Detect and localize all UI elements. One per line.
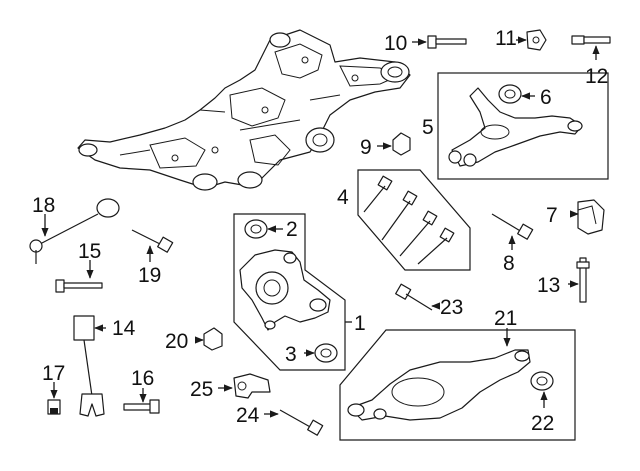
callout-9: 9 [360,136,372,159]
lower-control-arm-21 [347,349,531,421]
nut-17 [47,399,61,415]
callout-11: 11 [495,27,517,50]
bolt-24 [279,409,324,436]
bolt-15 [55,279,103,293]
box-knuckle-1 [233,213,346,371]
callout-6: 6 [540,86,552,109]
bracket-25 [233,373,271,399]
callout-5: 5 [422,116,434,139]
box-lower-arm-5 [437,72,609,180]
callout-24: 24 [236,404,260,427]
callout-3: 3 [285,343,297,366]
bushing-3 [314,343,338,363]
rear-subframe [77,29,411,191]
callout-numbers: 10 11 12 5 6 9 4 7 8 13 2 1 3 18 15 19 1… [32,27,608,435]
callout-7: 7 [546,204,558,227]
callout-19: 19 [138,264,161,287]
callout-21: 21 [494,307,517,330]
bushing-6 [498,84,522,104]
clip-11 [526,29,547,51]
callout-17: 17 [42,362,65,385]
knuckle-1 [239,249,331,331]
bushing-2 [244,219,268,239]
callout-23: 23 [440,296,463,319]
bolt-19 [131,229,174,253]
bolt-16 [123,399,160,414]
nut-20 [203,327,223,351]
callout-13: 13 [537,274,560,297]
bushing-22 [530,371,554,391]
bolt-13 [576,257,590,303]
callout-15: 15 [78,240,101,263]
tie-rod-18 [29,198,120,264]
bolts-4 [363,175,455,265]
callout-1: 1 [354,312,366,335]
bolt-23 [395,283,433,311]
callout-2: 2 [286,218,298,241]
box-lower-arm-21 [339,329,576,441]
bolt-8 [491,213,534,240]
callout-22: 22 [531,412,554,435]
bolt-10 [427,35,467,49]
callout-14: 14 [112,317,136,340]
link-14 [73,315,105,417]
callout-18: 18 [32,194,55,217]
box-bolts-4 [357,169,471,271]
callout-8: 8 [503,252,515,275]
upper-control-arm [448,87,583,167]
bolt-12 [571,35,611,45]
leader-lines [41,36,600,418]
callout-4: 4 [337,186,349,209]
callout-25: 25 [190,378,213,401]
callout-16: 16 [131,367,154,390]
bushing-7 [577,199,605,235]
nut-9 [392,132,411,156]
callout-20: 20 [165,330,188,353]
callout-10: 10 [384,32,407,55]
callout-12: 12 [585,65,608,88]
